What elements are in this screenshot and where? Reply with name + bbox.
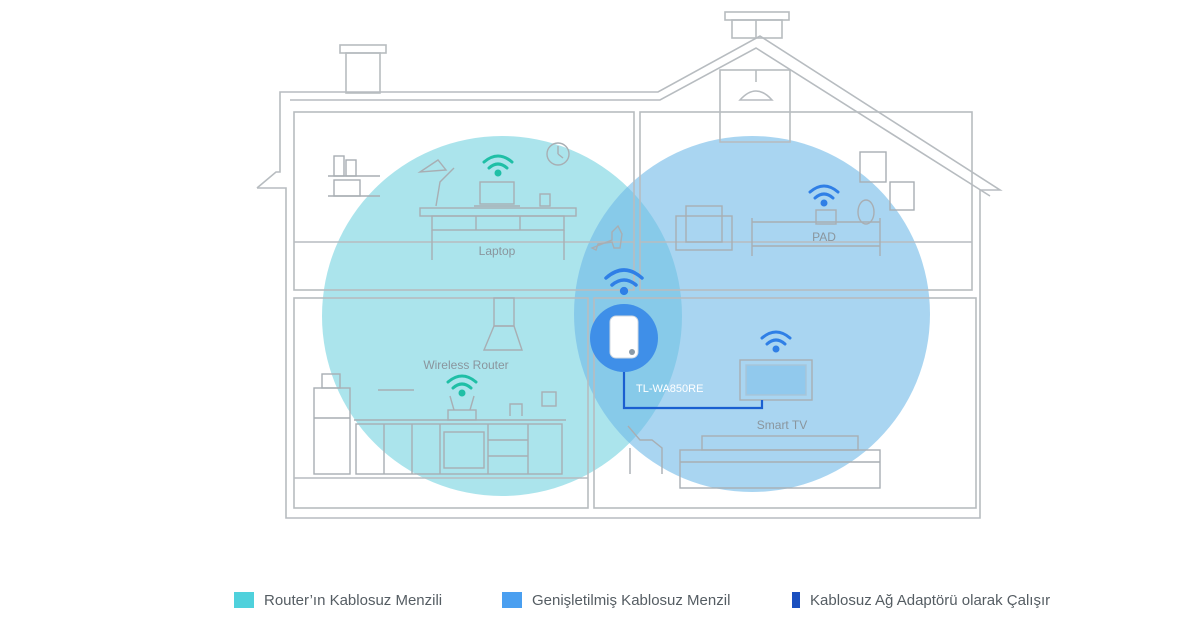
legend-item-router-range: Router’ın Kablosuz Menzili xyxy=(234,588,442,612)
legend-label: Router’ın Kablosuz Menzili xyxy=(264,591,443,609)
extender-label: TL-WA850RE xyxy=(636,383,703,395)
bedroom-furniture xyxy=(675,151,915,256)
legend-swatch-dark-blue xyxy=(792,592,800,608)
wireless-router-label: Wireless Router xyxy=(423,358,508,372)
legend: Router’ın Kablosuz Menzili Genişletilmiş… xyxy=(0,588,1200,612)
legend-item-extended-range: Genişletilmiş Kablosuz Menzil xyxy=(502,588,730,612)
office-furniture xyxy=(328,155,623,260)
legend-label: Genişletilmiş Kablosuz Menzil xyxy=(532,591,731,609)
tv-icon xyxy=(739,359,813,401)
wifi-icon xyxy=(808,184,840,207)
legend-swatch-blue xyxy=(502,592,522,608)
router-range-circle xyxy=(322,136,682,496)
laptop-label: Laptop xyxy=(479,244,516,258)
wifi-icon xyxy=(446,374,478,397)
extended-range-circle xyxy=(574,136,930,492)
adapter-link xyxy=(622,372,764,410)
wifi-icon xyxy=(604,268,644,296)
wifi-icon xyxy=(760,330,792,353)
extender-icon xyxy=(590,304,658,372)
pad-label: PAD xyxy=(812,230,836,244)
living-room-furniture xyxy=(627,359,881,489)
legend-label: Kablosuz Ağ Adaptörü olarak Çalışır xyxy=(810,591,1051,609)
router-icon xyxy=(447,395,477,421)
clock-icon xyxy=(546,142,570,166)
smart-tv-label: Smart TV xyxy=(757,418,807,432)
legend-item-adapter: Kablosuz Ağ Adaptörü olarak Çalışır xyxy=(792,588,1050,612)
house-outline xyxy=(256,11,1003,519)
legend-swatch-teal xyxy=(234,592,254,608)
wifi-icon xyxy=(482,154,514,177)
